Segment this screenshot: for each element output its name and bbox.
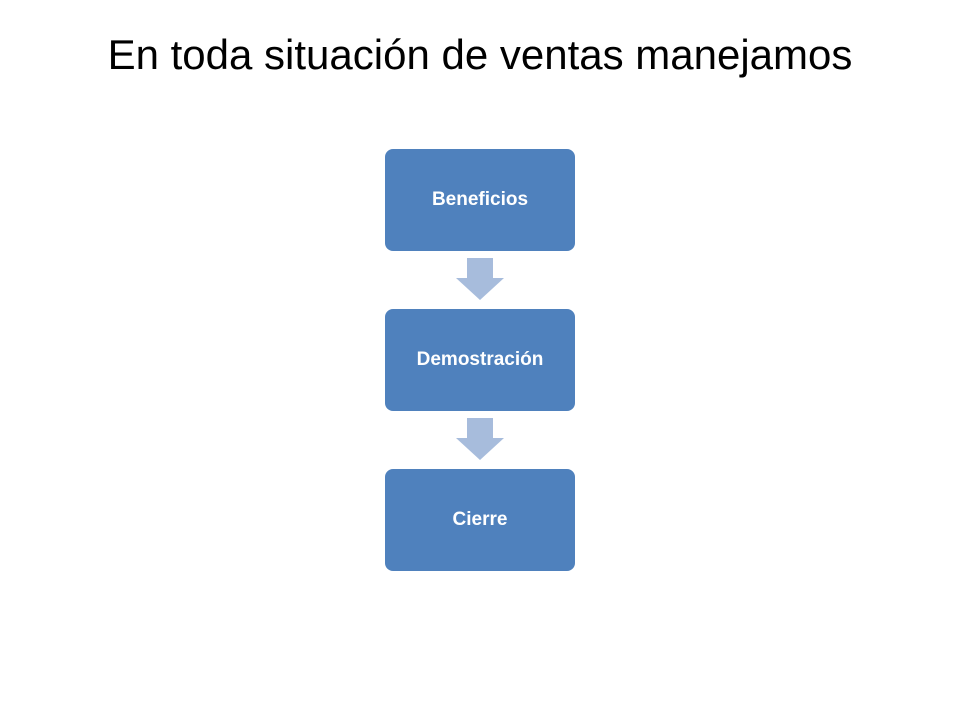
arrow-shape: [456, 418, 504, 460]
down-arrow-icon: [456, 418, 504, 460]
step-beneficios: Beneficios: [385, 149, 575, 251]
step-cierre: Cierre: [385, 469, 575, 571]
down-arrow-icon: [456, 258, 504, 300]
step-demostracion: Demostración: [385, 309, 575, 411]
step-label: Cierre: [452, 509, 508, 530]
step-label: Beneficios: [431, 189, 529, 210]
arrow-shape: [456, 258, 504, 300]
slide-title: En toda situación de ventas manejamos: [107, 31, 853, 78]
step-label: Demostración: [416, 349, 544, 370]
